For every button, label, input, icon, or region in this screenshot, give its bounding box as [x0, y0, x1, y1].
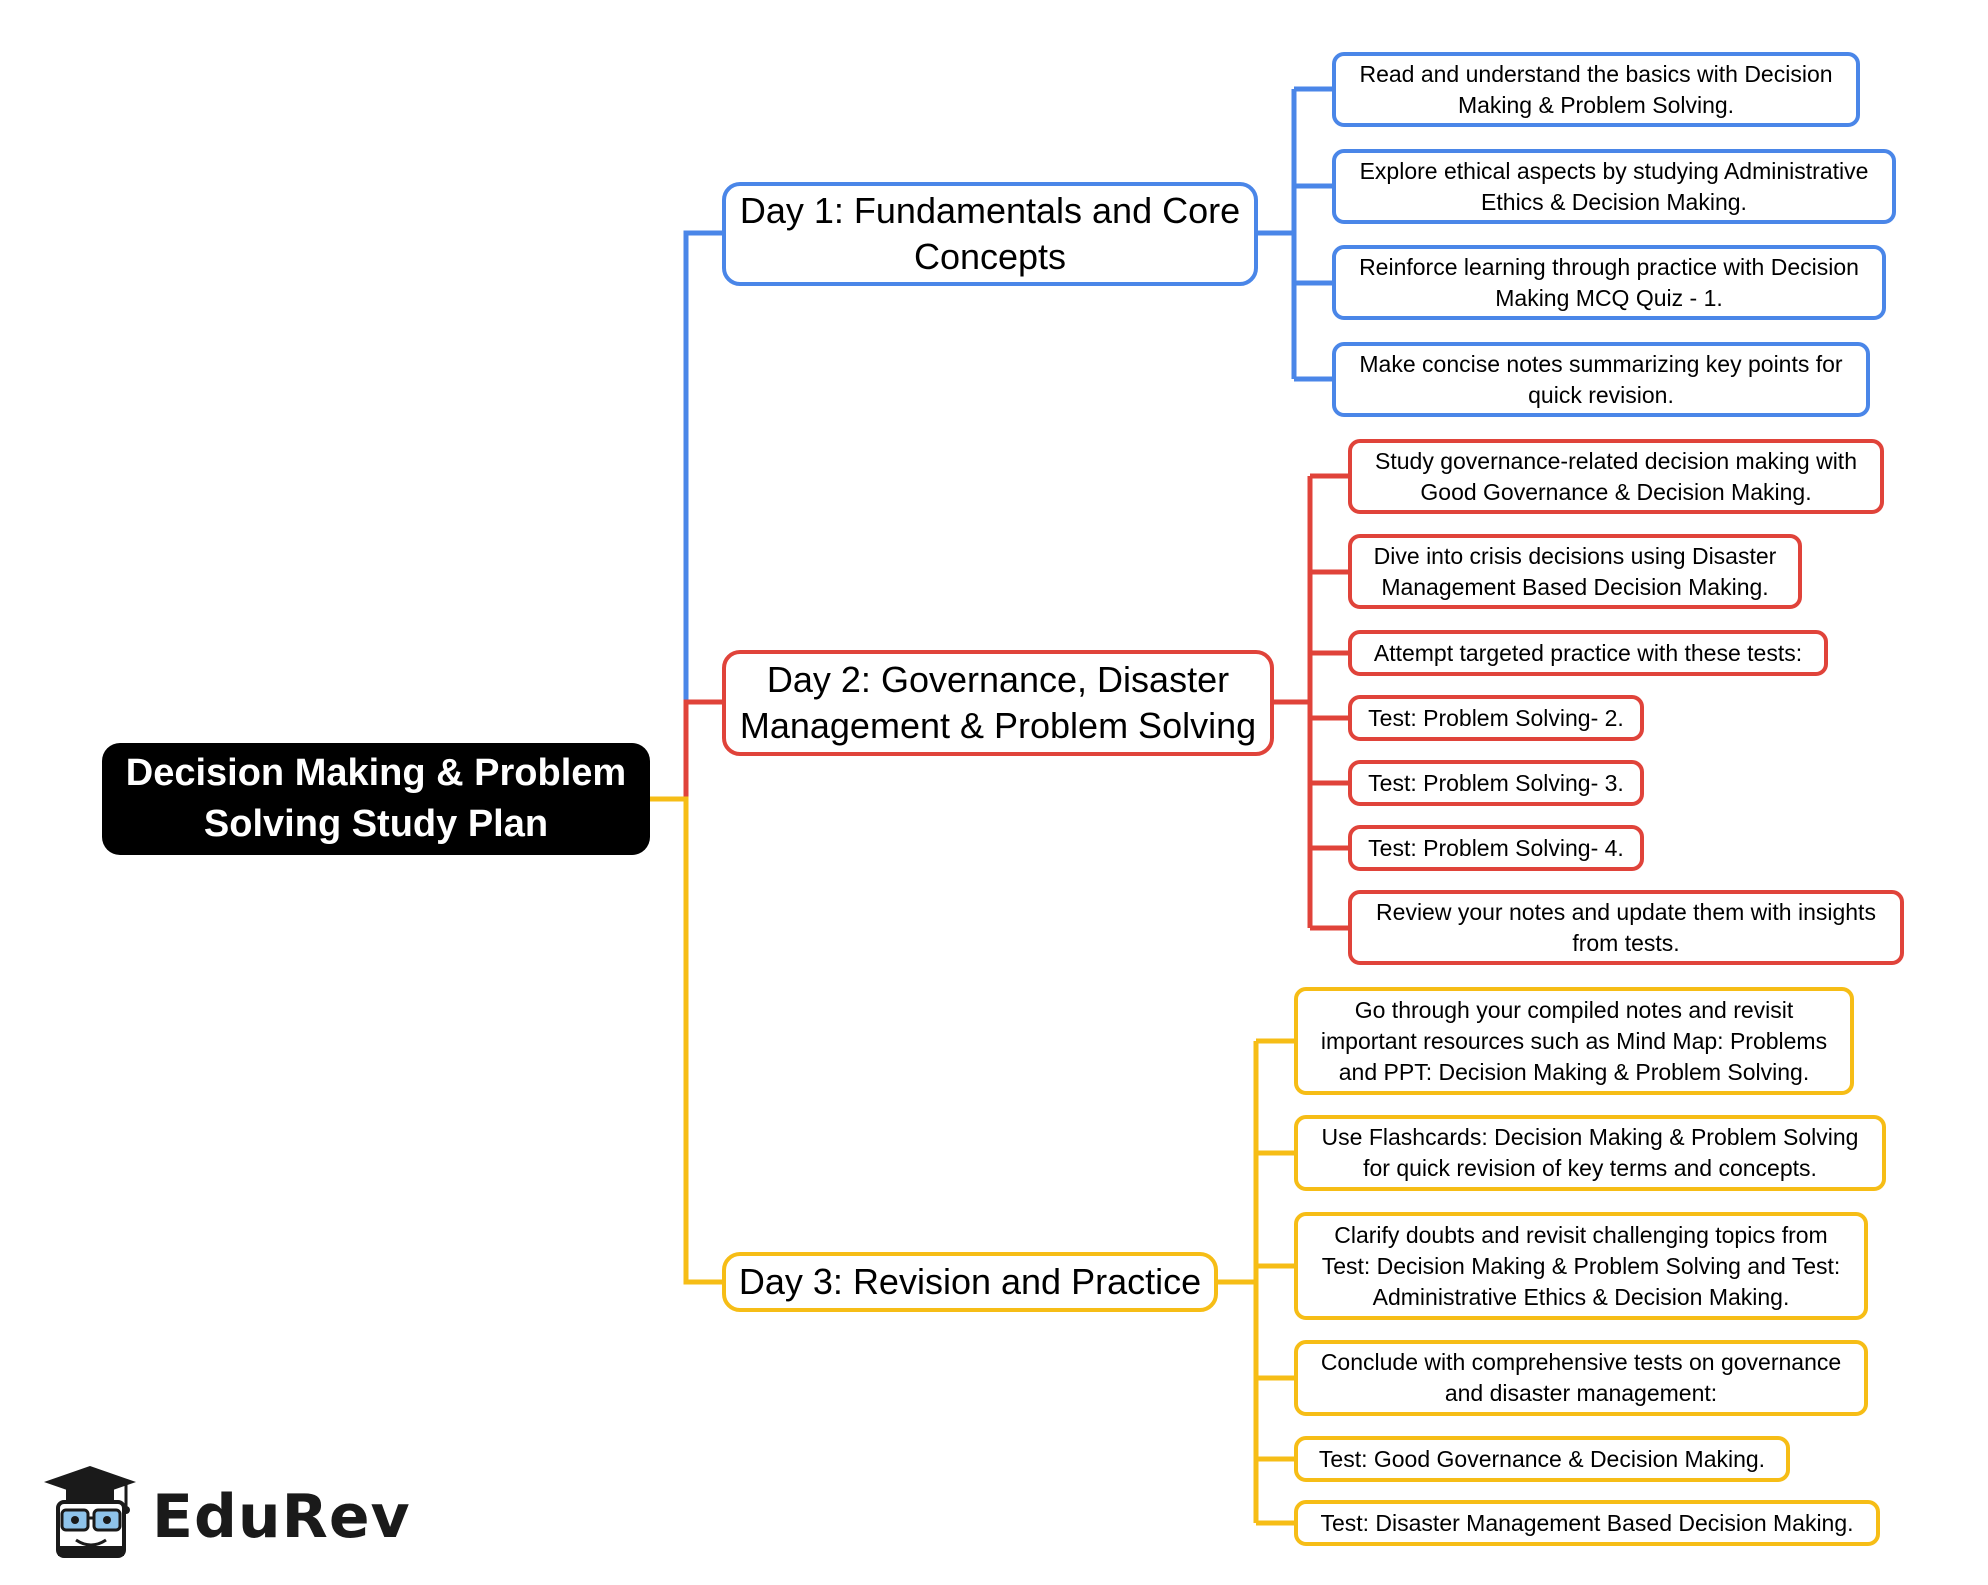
- day2-item: Study governance-related decision making…: [1348, 439, 1884, 514]
- day2-item: Test: Problem Solving- 2.: [1348, 695, 1644, 741]
- day1-item: Read and understand the basics with Deci…: [1332, 52, 1860, 127]
- day2-item: Test: Problem Solving- 3.: [1348, 760, 1644, 806]
- day3-item: Clarify doubts and revisit challenging t…: [1294, 1212, 1868, 1320]
- day3-node: Day 3: Revision and Practice: [722, 1252, 1218, 1312]
- day1-item: Explore ethical aspects by studying Admi…: [1332, 149, 1896, 224]
- day1-item: Make concise notes summarizing key point…: [1332, 342, 1870, 417]
- day3-item: Go through your compiled notes and revis…: [1294, 987, 1854, 1095]
- edurev-logo: EduRev: [40, 1462, 410, 1562]
- connector-day2-leaves: [1274, 473, 1348, 931]
- day3-item: Conclude with comprehensive tests on gov…: [1294, 1340, 1868, 1416]
- day3-item: Test: Disaster Management Based Decision…: [1294, 1500, 1880, 1546]
- connector-root-day3: [650, 796, 722, 1285]
- day2-node: Day 2: Governance, Disaster Management &…: [722, 650, 1274, 756]
- day2-item: Dive into crisis decisions using Disaste…: [1348, 534, 1802, 609]
- root-node: Decision Making & Problem Solving Study …: [102, 743, 650, 855]
- day2-item: Review your notes and update them with i…: [1348, 890, 1904, 965]
- logo-text: EduRev: [152, 1482, 411, 1552]
- day1-item: Reinforce learning through practice with…: [1332, 245, 1886, 320]
- graduation-cap-mascot-icon: [44, 1466, 136, 1558]
- day1-node: Day 1: Fundamentals and Core Concepts: [722, 182, 1258, 286]
- connector-day1-leaves: [1258, 86, 1332, 382]
- day3-item: Test: Good Governance & Decision Making.: [1294, 1436, 1790, 1482]
- day2-item: Test: Problem Solving- 4.: [1348, 825, 1644, 871]
- day2-item: Attempt targeted practice with these tes…: [1348, 630, 1828, 676]
- day3-item: Use Flashcards: Decision Making & Proble…: [1294, 1115, 1886, 1191]
- connector-root-day2: [650, 699, 722, 802]
- connector-day3-leaves: [1218, 1038, 1294, 1526]
